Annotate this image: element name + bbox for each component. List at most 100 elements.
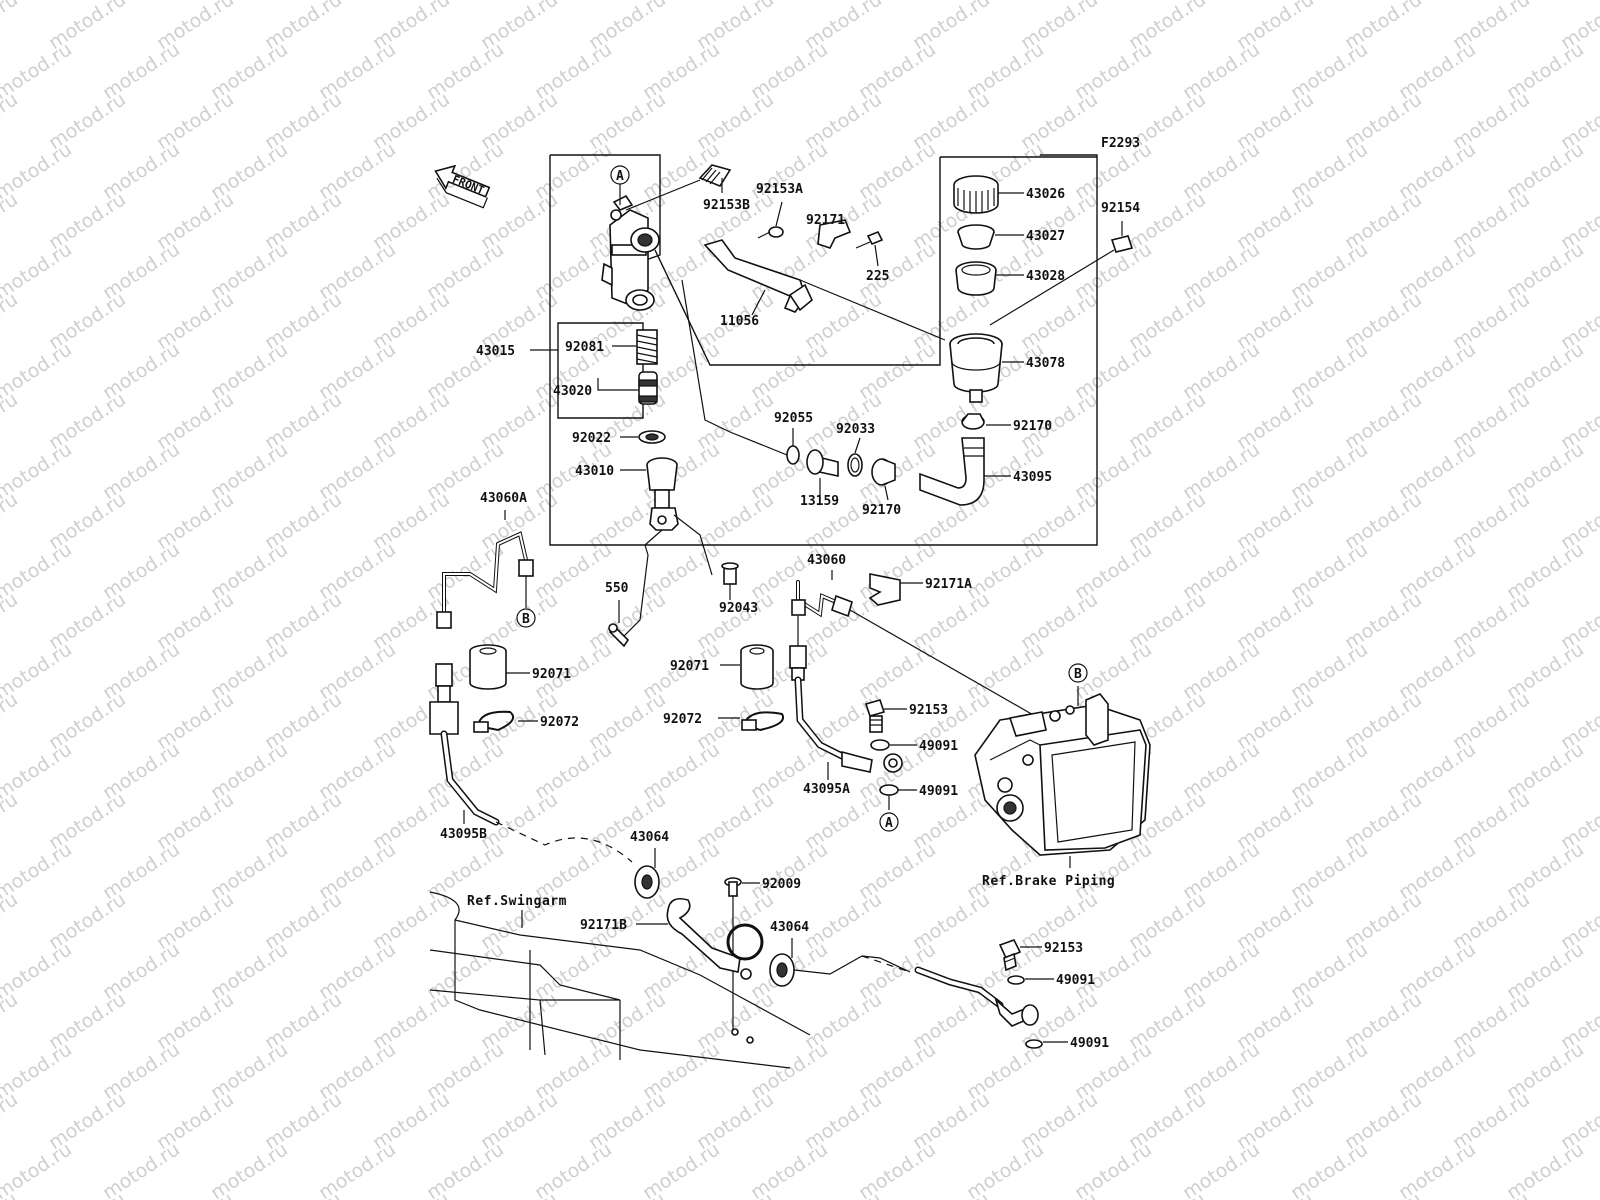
part-label-43015: 43015 xyxy=(476,344,515,359)
washer-92022 xyxy=(638,430,666,444)
watermark-text: motod.ru xyxy=(0,488,22,554)
hose-rear-lower xyxy=(914,966,1039,1027)
part-label-92043: 92043 xyxy=(719,601,758,616)
band-92072-left xyxy=(473,710,514,733)
part-label-92153-upper: 92153 xyxy=(909,703,948,718)
reservoir-frame xyxy=(654,156,1097,366)
watermark-text: motod.ru xyxy=(1503,1138,1588,1200)
part-label-92171a: 92171A xyxy=(925,577,972,592)
watermark-text: motod.ru xyxy=(369,1188,454,1200)
diagram-code: F2293 xyxy=(1101,136,1140,151)
watermark-text: motod.ru xyxy=(855,1138,940,1200)
watermark-text: motod.ru xyxy=(1449,1188,1534,1200)
part-label-92071-left: 92071 xyxy=(532,667,571,682)
watermark-text: motod.ru xyxy=(1233,1188,1318,1200)
watermark-text: motod.ru xyxy=(747,1138,832,1200)
bolt-92153-upper xyxy=(864,699,886,733)
cotter-pin-550 xyxy=(608,623,630,648)
part-label-49091-a: 49091 xyxy=(919,739,958,754)
watermark-text: motod.ru xyxy=(477,1188,562,1200)
watermark-text: motod.ru xyxy=(0,888,22,954)
pin-92043 xyxy=(721,562,739,585)
part-label-43078: 43078 xyxy=(1026,356,1065,371)
watermark-text: motod.ru xyxy=(639,1138,724,1200)
part-label-43064-lower: 43064 xyxy=(770,920,809,935)
marker-a-top-label: A xyxy=(616,169,624,184)
watermark-text: motod.ru xyxy=(0,588,22,654)
watermark-text: motod.ru xyxy=(1287,1138,1372,1200)
cushion-92071-right xyxy=(740,644,774,690)
part-label-92170-lower: 92170 xyxy=(862,503,901,518)
part-label-92170-top: 92170 xyxy=(1013,419,1052,434)
clamp-92171 xyxy=(817,219,852,249)
watermark-text: motod.ru xyxy=(1071,1138,1156,1200)
part-label-43095a: 43095A xyxy=(803,782,850,797)
watermark-text: motod.ru xyxy=(0,788,22,854)
watermark-text: motod.ru xyxy=(0,188,22,254)
part-label-92081: 92081 xyxy=(565,340,604,355)
watermark-text: motod.ru xyxy=(261,1188,346,1200)
part-label-43028: 43028 xyxy=(1026,269,1065,284)
part-label-92033: 92033 xyxy=(836,422,875,437)
watermark-text: motod.ru xyxy=(45,1188,130,1200)
washer-49091-c xyxy=(1007,975,1025,985)
cushion-92071-left xyxy=(469,644,507,690)
watermark-text: motod.ru xyxy=(531,1138,616,1200)
abs-hydraulic-unit xyxy=(974,693,1151,856)
part-label-43060a: 43060A xyxy=(480,491,527,506)
part-label-92009: 92009 xyxy=(762,877,801,892)
part-label-43026: 43026 xyxy=(1026,187,1065,202)
push-rod-43010 xyxy=(646,457,679,531)
part-label-92153-lower: 92153 xyxy=(1044,941,1083,956)
watermark-text: motod.ru xyxy=(1341,1188,1426,1200)
watermark-text: motod.ru xyxy=(0,88,22,154)
watermark-text: motod.ru xyxy=(909,1188,994,1200)
part-label-92153b: 92153B xyxy=(703,198,750,213)
part-label-11056: 11056 xyxy=(720,314,759,329)
washer-49091-b xyxy=(879,784,899,796)
diaphragm-43027 xyxy=(957,224,995,250)
part-label-92153a: 92153A xyxy=(756,182,803,197)
watermark-text: motod.ru xyxy=(315,1138,400,1200)
part-label-43095b: 43095B xyxy=(440,827,487,842)
hose-43095b xyxy=(429,663,500,826)
watermark-text: motod.ru xyxy=(693,1188,778,1200)
screw-92154 xyxy=(1110,235,1134,253)
screw-92153a xyxy=(757,226,784,239)
clamp-92171b xyxy=(666,897,764,980)
watermark-text: motod.ru xyxy=(801,1188,886,1200)
o-ring-92055 xyxy=(786,445,800,465)
bolt-92153-lower xyxy=(998,939,1022,972)
marker-b-left-label: B xyxy=(522,612,530,627)
part-label-92072-right: 92072 xyxy=(663,712,702,727)
part-label-92171: 92171 xyxy=(806,213,845,228)
watermark-text: motod.ru xyxy=(0,388,22,454)
part-label-550: 550 xyxy=(605,581,629,596)
piston-43020 xyxy=(638,371,658,405)
grommet-43064-upper xyxy=(634,865,660,899)
marker-b-right xyxy=(1068,663,1088,683)
part-label-13159: 13159 xyxy=(800,494,839,509)
watermark-text: motod.ru xyxy=(0,1088,22,1154)
washer-49091-a xyxy=(870,739,890,751)
part-label-49091-b: 49091 xyxy=(919,784,958,799)
hose-43095a xyxy=(789,645,903,773)
screw-225 xyxy=(855,230,884,249)
watermark-text: motod.ru xyxy=(1179,1138,1264,1200)
master-cylinder-body xyxy=(601,194,660,311)
brake-pipe-43060 xyxy=(791,580,853,618)
reservoir-43078 xyxy=(949,333,1003,403)
watermark-text: motod.ru xyxy=(0,288,22,354)
part-label-92022: 92022 xyxy=(572,431,611,446)
washer-49091-d xyxy=(1025,1039,1043,1049)
part-label-92071-right: 92071 xyxy=(670,659,709,674)
brake-pipe-43060a xyxy=(436,531,534,629)
clamp-92171a xyxy=(868,573,901,606)
hose-clamp-92170-lower xyxy=(871,458,896,486)
part-label-49091-d: 49091 xyxy=(1070,1036,1109,1051)
kit-frame xyxy=(557,322,644,419)
part-label-43064-upper: 43064 xyxy=(630,830,669,845)
marker-b-right-label: B xyxy=(1074,667,1082,682)
watermark-text: motod.ru xyxy=(1017,1188,1102,1200)
